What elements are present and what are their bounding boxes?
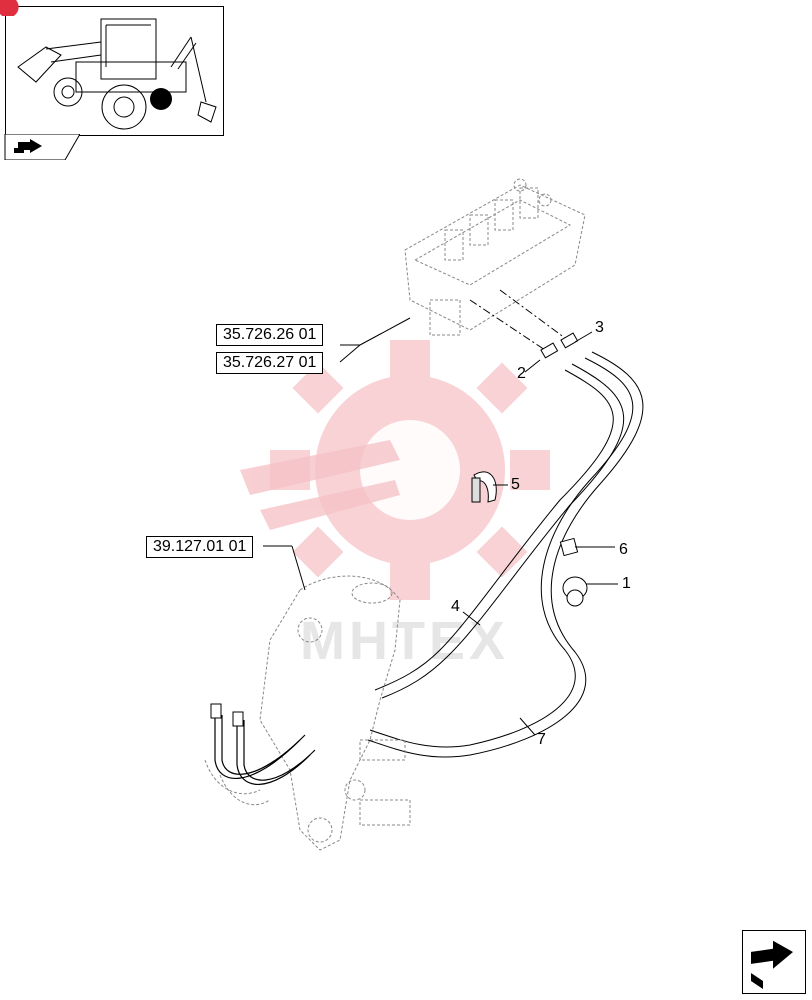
callout-6: 6 <box>619 541 628 558</box>
fitting-3 <box>560 332 579 349</box>
bracket-6 <box>559 537 579 557</box>
frame-hoses <box>214 715 316 785</box>
reference-box-frame[interactable]: 39.127.01 01 <box>146 536 254 558</box>
reference-box-valve-2[interactable]: 35.726.27 01 <box>216 352 324 374</box>
reference-box-valve-1[interactable]: 35.726.26 01 <box>216 324 324 346</box>
clamp-1 <box>562 576 588 607</box>
callout-2: 2 <box>517 365 526 382</box>
callout-1: 1 <box>622 575 631 592</box>
hose-7 <box>367 351 644 758</box>
watermark-text: MHTEX <box>300 611 509 671</box>
swing-frame <box>204 575 411 851</box>
callout-3: 3 <box>595 319 604 336</box>
next-page-button[interactable] <box>742 930 806 994</box>
back-nav-tab[interactable] <box>0 134 80 160</box>
control-valve-block <box>404 178 586 336</box>
hose-4 <box>374 363 625 699</box>
clamp-5 <box>471 471 497 503</box>
corner-mark <box>0 0 19 16</box>
next-page-arrow-icon <box>751 940 793 989</box>
callout-5: 5 <box>511 476 520 493</box>
machine-thumbnail-icon <box>17 18 217 130</box>
watermark-gear-logo <box>240 340 550 600</box>
fitting-2 <box>540 342 559 359</box>
machine-thumbnail[interactable] <box>5 6 224 136</box>
callout-7: 7 <box>537 731 546 748</box>
callout-4: 4 <box>451 598 460 615</box>
back-arrow-icon <box>14 139 42 153</box>
